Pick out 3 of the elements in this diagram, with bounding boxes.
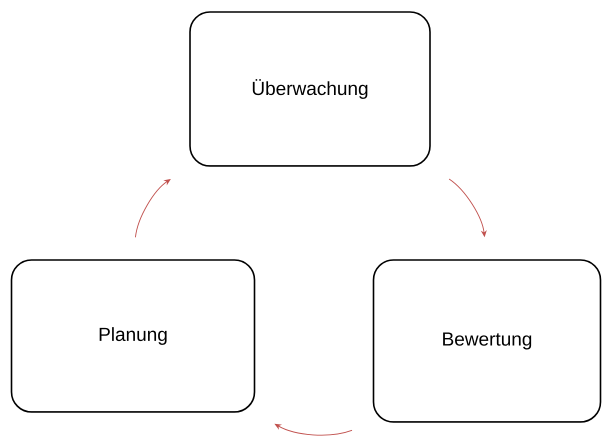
process-box: Planung — [10, 259, 256, 413]
process-box: Bewertung — [372, 259, 602, 423]
process-box: Überwachung — [189, 11, 431, 167]
